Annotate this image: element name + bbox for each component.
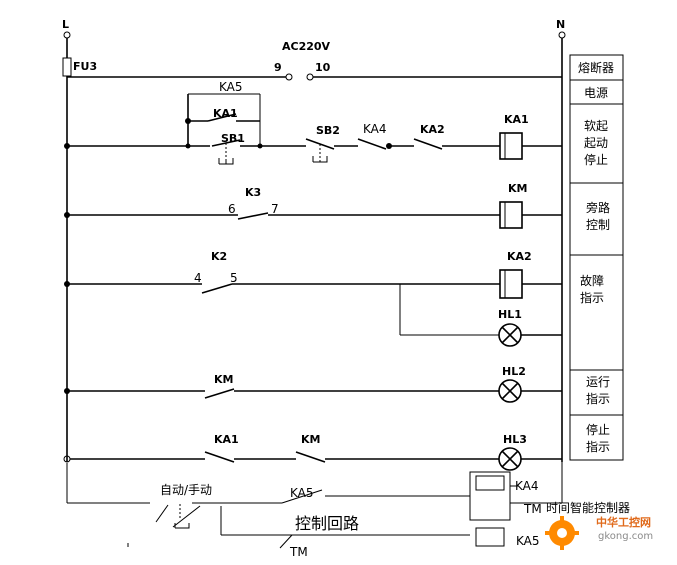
terminal-10: 10	[315, 61, 331, 74]
ka1-row-contact-label: KA1	[214, 433, 239, 446]
panel-line: 指示	[586, 391, 610, 406]
panel-fault: 故障指示	[580, 273, 604, 305]
rail-n-label: N	[556, 18, 565, 31]
ka5-label: KA5	[219, 80, 243, 94]
lamp-hl3-label: HL3	[503, 433, 527, 446]
coil-ka2-label: KA2	[507, 250, 532, 263]
bottom-control-loop: 自动/手动 KA5 KA4 TM 时间智能控制器 控制回路 TM KA5	[66, 462, 630, 559]
k3-terminal-6: 6	[228, 202, 236, 216]
rail-l-label: L	[62, 18, 69, 31]
tm-coil-label: TM	[523, 502, 542, 516]
coil-ka1-label: KA1	[504, 113, 529, 126]
supply-label: AC220V	[282, 40, 331, 53]
sb1-label: SB1	[221, 132, 245, 145]
panel-run: 运行指示	[586, 375, 610, 406]
panel-line: 停止	[584, 152, 608, 167]
panel-line: 故障	[580, 273, 604, 288]
sb2-label: SB2	[316, 124, 340, 137]
timer-controller	[469, 471, 511, 521]
terminal-9: 9	[274, 61, 282, 74]
coil-ka4-bottom	[475, 475, 505, 491]
side-panel: 熔断器 电源 软起起动停止 旁路控制 故障指示 运行指示 停止指示	[569, 54, 624, 461]
coil-ka1	[499, 132, 523, 160]
km-row-contact-label: KM	[301, 433, 320, 446]
km-contact-label: KM	[214, 373, 233, 386]
k2-terminal-5: 5	[230, 271, 238, 285]
watermark-site-name: 中华工控网	[596, 515, 651, 529]
lamp-hl1-label: HL1	[498, 308, 522, 321]
panel-line: 旁路	[586, 200, 610, 215]
k2-terminal-4: 4	[194, 271, 202, 285]
ka4-label: KA4	[363, 122, 387, 136]
control-loop-label: 控制回路	[295, 514, 359, 533]
ka1-contact-label: KA1	[213, 107, 238, 120]
k2-label: K2	[211, 250, 227, 263]
row-stop: KA1 KM HL3	[63, 433, 562, 471]
watermark-site-url: gkong.com	[598, 531, 653, 542]
right-rail: N	[556, 18, 566, 462]
k3-label: K3	[245, 186, 261, 199]
panel-line: 控制	[586, 218, 610, 232]
lamp-hl2-label: HL2	[502, 365, 526, 378]
coil-ka2	[499, 269, 523, 299]
panel-line: 起动	[584, 136, 608, 150]
panel-stop: 停止指示	[586, 422, 610, 454]
row-bypass: K3 6 7 KM	[64, 182, 562, 229]
row-run: KM HL2	[64, 365, 562, 403]
ka2-label: KA2	[420, 123, 445, 136]
fuse-label: FU3	[73, 60, 97, 73]
panel-line: 运行	[586, 375, 610, 389]
panel-power: 电源	[584, 86, 608, 100]
panel-fuse: 熔断器	[578, 60, 614, 75]
left-rail: L FU3	[62, 18, 97, 462]
row-fault: K2 4 5 KA2 HL1	[64, 250, 562, 347]
rail-l-terminal	[63, 31, 71, 39]
row-soft-start: KA5 KA1 SB1 SB2 KA4 KA2 KA1	[64, 80, 562, 165]
auto-manual-label: 自动/手动	[160, 483, 212, 497]
k3-terminal-7: 7	[271, 202, 279, 216]
panel-soft-start: 软起起动停止	[584, 119, 608, 167]
rail-n-terminal	[558, 31, 566, 39]
watermark: 中华工控网 gkong.com	[545, 515, 653, 550]
panel-bypass: 旁路控制	[586, 200, 610, 232]
ka5-coil-label: KA5	[516, 534, 540, 548]
supply-row: AC220V 9 10	[67, 40, 562, 81]
tm-contact-label: TM	[289, 545, 308, 559]
ka5-contact-bottom-label: KA5	[290, 486, 314, 500]
panel-line: 指示	[580, 290, 604, 305]
timer-label: 时间智能控制器	[546, 500, 630, 515]
coil-km	[499, 201, 523, 229]
ka4-coil-label: KA4	[515, 479, 539, 493]
coil-km-label: KM	[508, 182, 527, 195]
panel-line: 软起	[584, 119, 608, 133]
panel-line: 指示	[586, 439, 610, 454]
coil-ka5-bottom	[475, 527, 505, 547]
fuse-fu3	[62, 57, 72, 77]
gear-icon	[545, 516, 579, 550]
panel-line: 停止	[586, 422, 610, 437]
